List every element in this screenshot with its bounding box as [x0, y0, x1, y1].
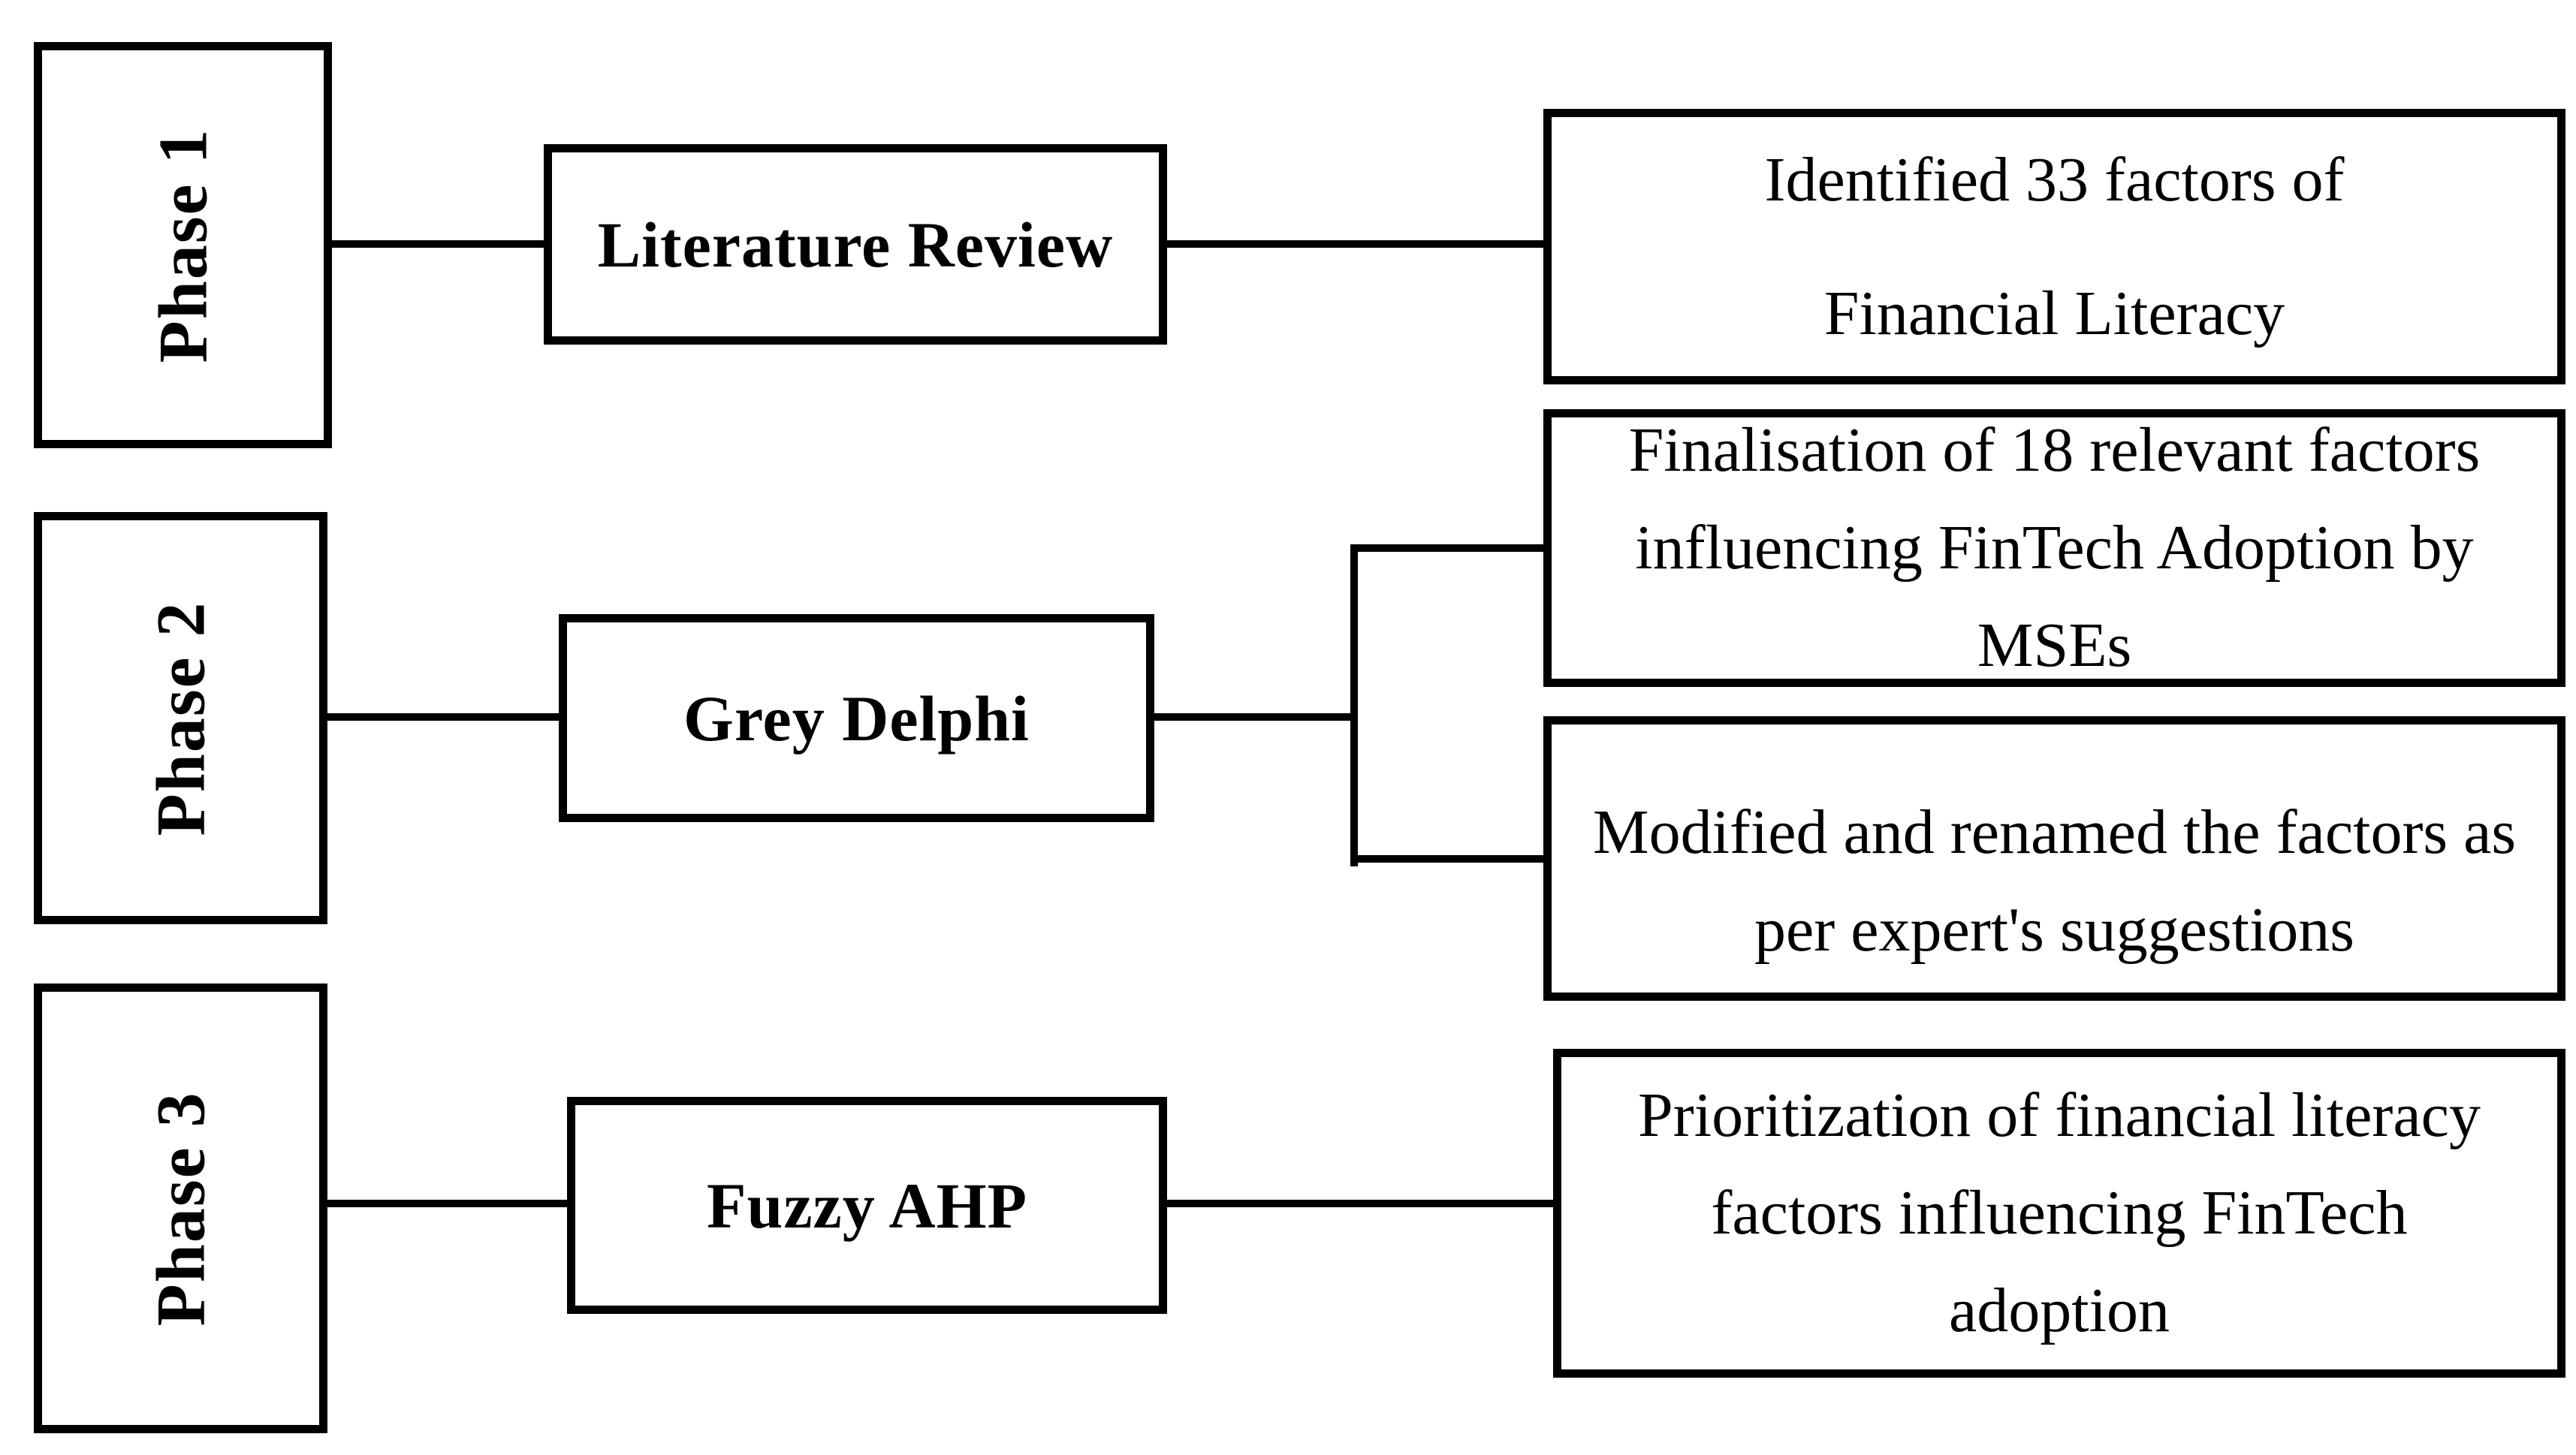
method-3-label: Fuzzy AHP [707, 1169, 1027, 1242]
outcome-box-modified-factors: Modified and renamed the factors as per … [1543, 716, 2565, 1001]
connector-phase2-to-method2 [327, 713, 559, 721]
outcome-2-text: Finalisation of 18 relevant factors infl… [1629, 402, 2481, 694]
bracket-vertical-line [1350, 544, 1358, 866]
phase-1-box: Phase 1 [34, 42, 332, 448]
connector-phase3-to-method3 [327, 1200, 567, 1207]
outcome-1-line-1: Identified 33 factors of [1764, 144, 2345, 215]
bracket-top-arm [1350, 544, 1543, 552]
outcome-4-text: Prioritization of financial literacy fac… [1638, 1067, 2481, 1360]
outcome-3-line-2: per expert's suggestions [1754, 894, 2354, 965]
method-box-grey-delphi: Grey Delphi [559, 614, 1154, 822]
phase-2-box: Phase 2 [34, 512, 327, 924]
connector-method1-to-outcome1 [1167, 240, 1543, 248]
outcome-1-text: Identified 33 factors of Financial Liter… [1764, 113, 2344, 381]
method-box-literature-review: Literature Review [544, 144, 1167, 345]
outcome-2-line-2: influencing FinTech Adoption by [1635, 513, 2474, 583]
outcome-2-line-1: Finalisation of 18 relevant factors [1628, 415, 2481, 485]
outcome-4-line-1: Prioritization of financial literacy [1638, 1080, 2481, 1150]
outcome-box-prioritization: Prioritization of financial literacy fac… [1553, 1049, 2565, 1378]
connector-method3-to-outcome4 [1167, 1200, 1553, 1207]
outcome-4-line-2: factors influencing FinTech [1711, 1178, 2408, 1248]
method-1-label: Literature Review [597, 208, 1114, 281]
phase-3-label: Phase 3 [142, 1091, 219, 1326]
outcome-box-finalisation-factors: Finalisation of 18 relevant factors infl… [1543, 409, 2565, 687]
outcome-3-line-1: Modified and renamed the factors as [1592, 797, 2517, 867]
phase-1-label: Phase 1 [144, 128, 222, 363]
outcome-3-text: Modified and renamed the factors as per … [1593, 739, 2516, 979]
method-2-label: Grey Delphi [683, 682, 1030, 755]
outcome-1-line-2: Financial Literacy [1823, 278, 2285, 348]
bracket-bottom-arm [1350, 855, 1543, 863]
phase-2-label: Phase 2 [142, 601, 219, 836]
outcome-4-line-3: adoption [1949, 1276, 2170, 1345]
outcome-box-identified-factors: Identified 33 factors of Financial Liter… [1543, 109, 2565, 384]
connector-phase1-to-method1 [332, 240, 544, 248]
phase-3-box: Phase 3 [34, 984, 327, 1433]
method-box-fuzzy-ahp: Fuzzy AHP [567, 1097, 1167, 1314]
connector-method2-to-bracket [1154, 713, 1350, 721]
outcome-2-line-3: MSEs [1977, 610, 2132, 680]
